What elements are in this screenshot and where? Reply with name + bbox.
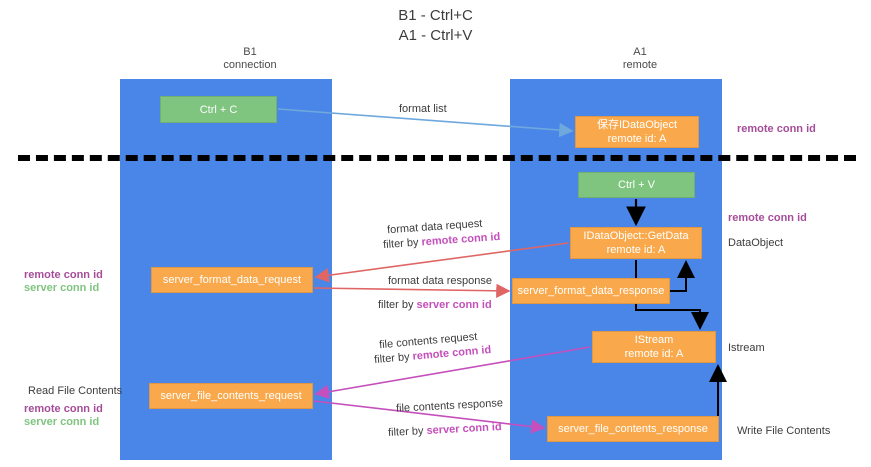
node-idataobject-line2: remote id: A (607, 133, 667, 145)
filter-key-server-conn-id: server conn id (426, 421, 502, 437)
node-ctrl-c-label: Ctrl + C (199, 103, 238, 116)
edge-label-file-contents-response: file contents response (395, 397, 504, 415)
edge-label-format-data-response: format data response (388, 275, 492, 287)
page-title: B1 - Ctrl+C A1 - Ctrl+V (0, 6, 871, 46)
left-label-remote-conn-id-top: remote conn id (24, 269, 103, 281)
node-server-format-data-response-label: server_format_data_response (517, 285, 665, 297)
node-istream-line1: IStream (634, 334, 674, 346)
left-label-server-conn-id-top: server conn id (24, 282, 100, 294)
filter-prefix: filter by (378, 299, 417, 311)
divider-dashed-line (18, 155, 856, 161)
column-header-a1-line1: A1 (633, 46, 647, 58)
filter-prefix: filter by (373, 350, 414, 367)
right-label-istream: Istream (728, 342, 765, 354)
node-idataobject[interactable]: 保存IDataObject remote id: A (575, 116, 699, 148)
edge-label-format-data-response-filter: filter by server conn id (378, 298, 492, 312)
left-label-read-file-contents: Read File Contents (28, 385, 123, 397)
filter-key-remote-conn-id: remote conn id (421, 230, 501, 249)
right-label-remote-conn-id-mid: remote conn id (728, 212, 807, 224)
filter-key-server-conn-id: server conn id (416, 299, 492, 311)
node-idataobject-getdata[interactable]: IDataObject::GetData remote id: A (570, 227, 702, 259)
column-header-b1-line2: connection (223, 59, 277, 71)
node-server-format-data-response[interactable]: server_format_data_response (512, 278, 670, 304)
node-idataobject-line1: 保存IDataObject (596, 119, 678, 131)
right-label-remote-conn-id-top: remote conn id (737, 123, 816, 135)
right-label-dataobject: DataObject (728, 237, 784, 249)
node-ctrl-v[interactable]: Ctrl + V (578, 172, 695, 198)
filter-prefix: filter by (387, 424, 427, 439)
node-server-file-contents-response[interactable]: server_file_contents_response (547, 416, 719, 442)
column-header-a1: A1 remote (540, 46, 740, 72)
left-label-server-conn-id-bottom: server conn id (24, 416, 100, 428)
column-header-b1: B1 connection (150, 46, 350, 72)
left-label-remote-conn-id-bottom: remote conn id (24, 403, 103, 415)
node-ctrl-c[interactable]: Ctrl + C (160, 96, 277, 123)
column-header-a1-line2: remote (622, 59, 658, 71)
node-getdata-line2: remote id: A (606, 244, 666, 256)
node-server-format-data-request[interactable]: server_format_data_request (151, 267, 313, 293)
edge-label-file-contents-response-filter: filter by server conn id (388, 420, 502, 440)
node-istream-line2: remote id: A (624, 348, 684, 360)
edge-label-format-list: format list (399, 103, 447, 115)
filter-prefix: filter by (382, 236, 422, 252)
node-server-format-data-request-label: server_format_data_request (162, 274, 302, 286)
node-server-file-contents-response-label: server_file_contents_response (558, 423, 708, 435)
right-label-write-file-contents: Write File Contents (737, 425, 831, 437)
node-server-file-contents-request-label: server_file_contents_request (160, 390, 302, 402)
node-ctrl-v-label: Ctrl + V (618, 179, 655, 191)
node-getdata-line1: IDataObject::GetData (583, 230, 689, 242)
node-server-file-contents-request[interactable]: server_file_contents_request (149, 383, 313, 409)
title-line-1: B1 - Ctrl+C (398, 7, 473, 24)
title-line-2: A1 - Ctrl+V (398, 27, 473, 44)
column-header-b1-line1: B1 (243, 46, 257, 58)
node-istream[interactable]: IStream remote id: A (592, 331, 716, 363)
